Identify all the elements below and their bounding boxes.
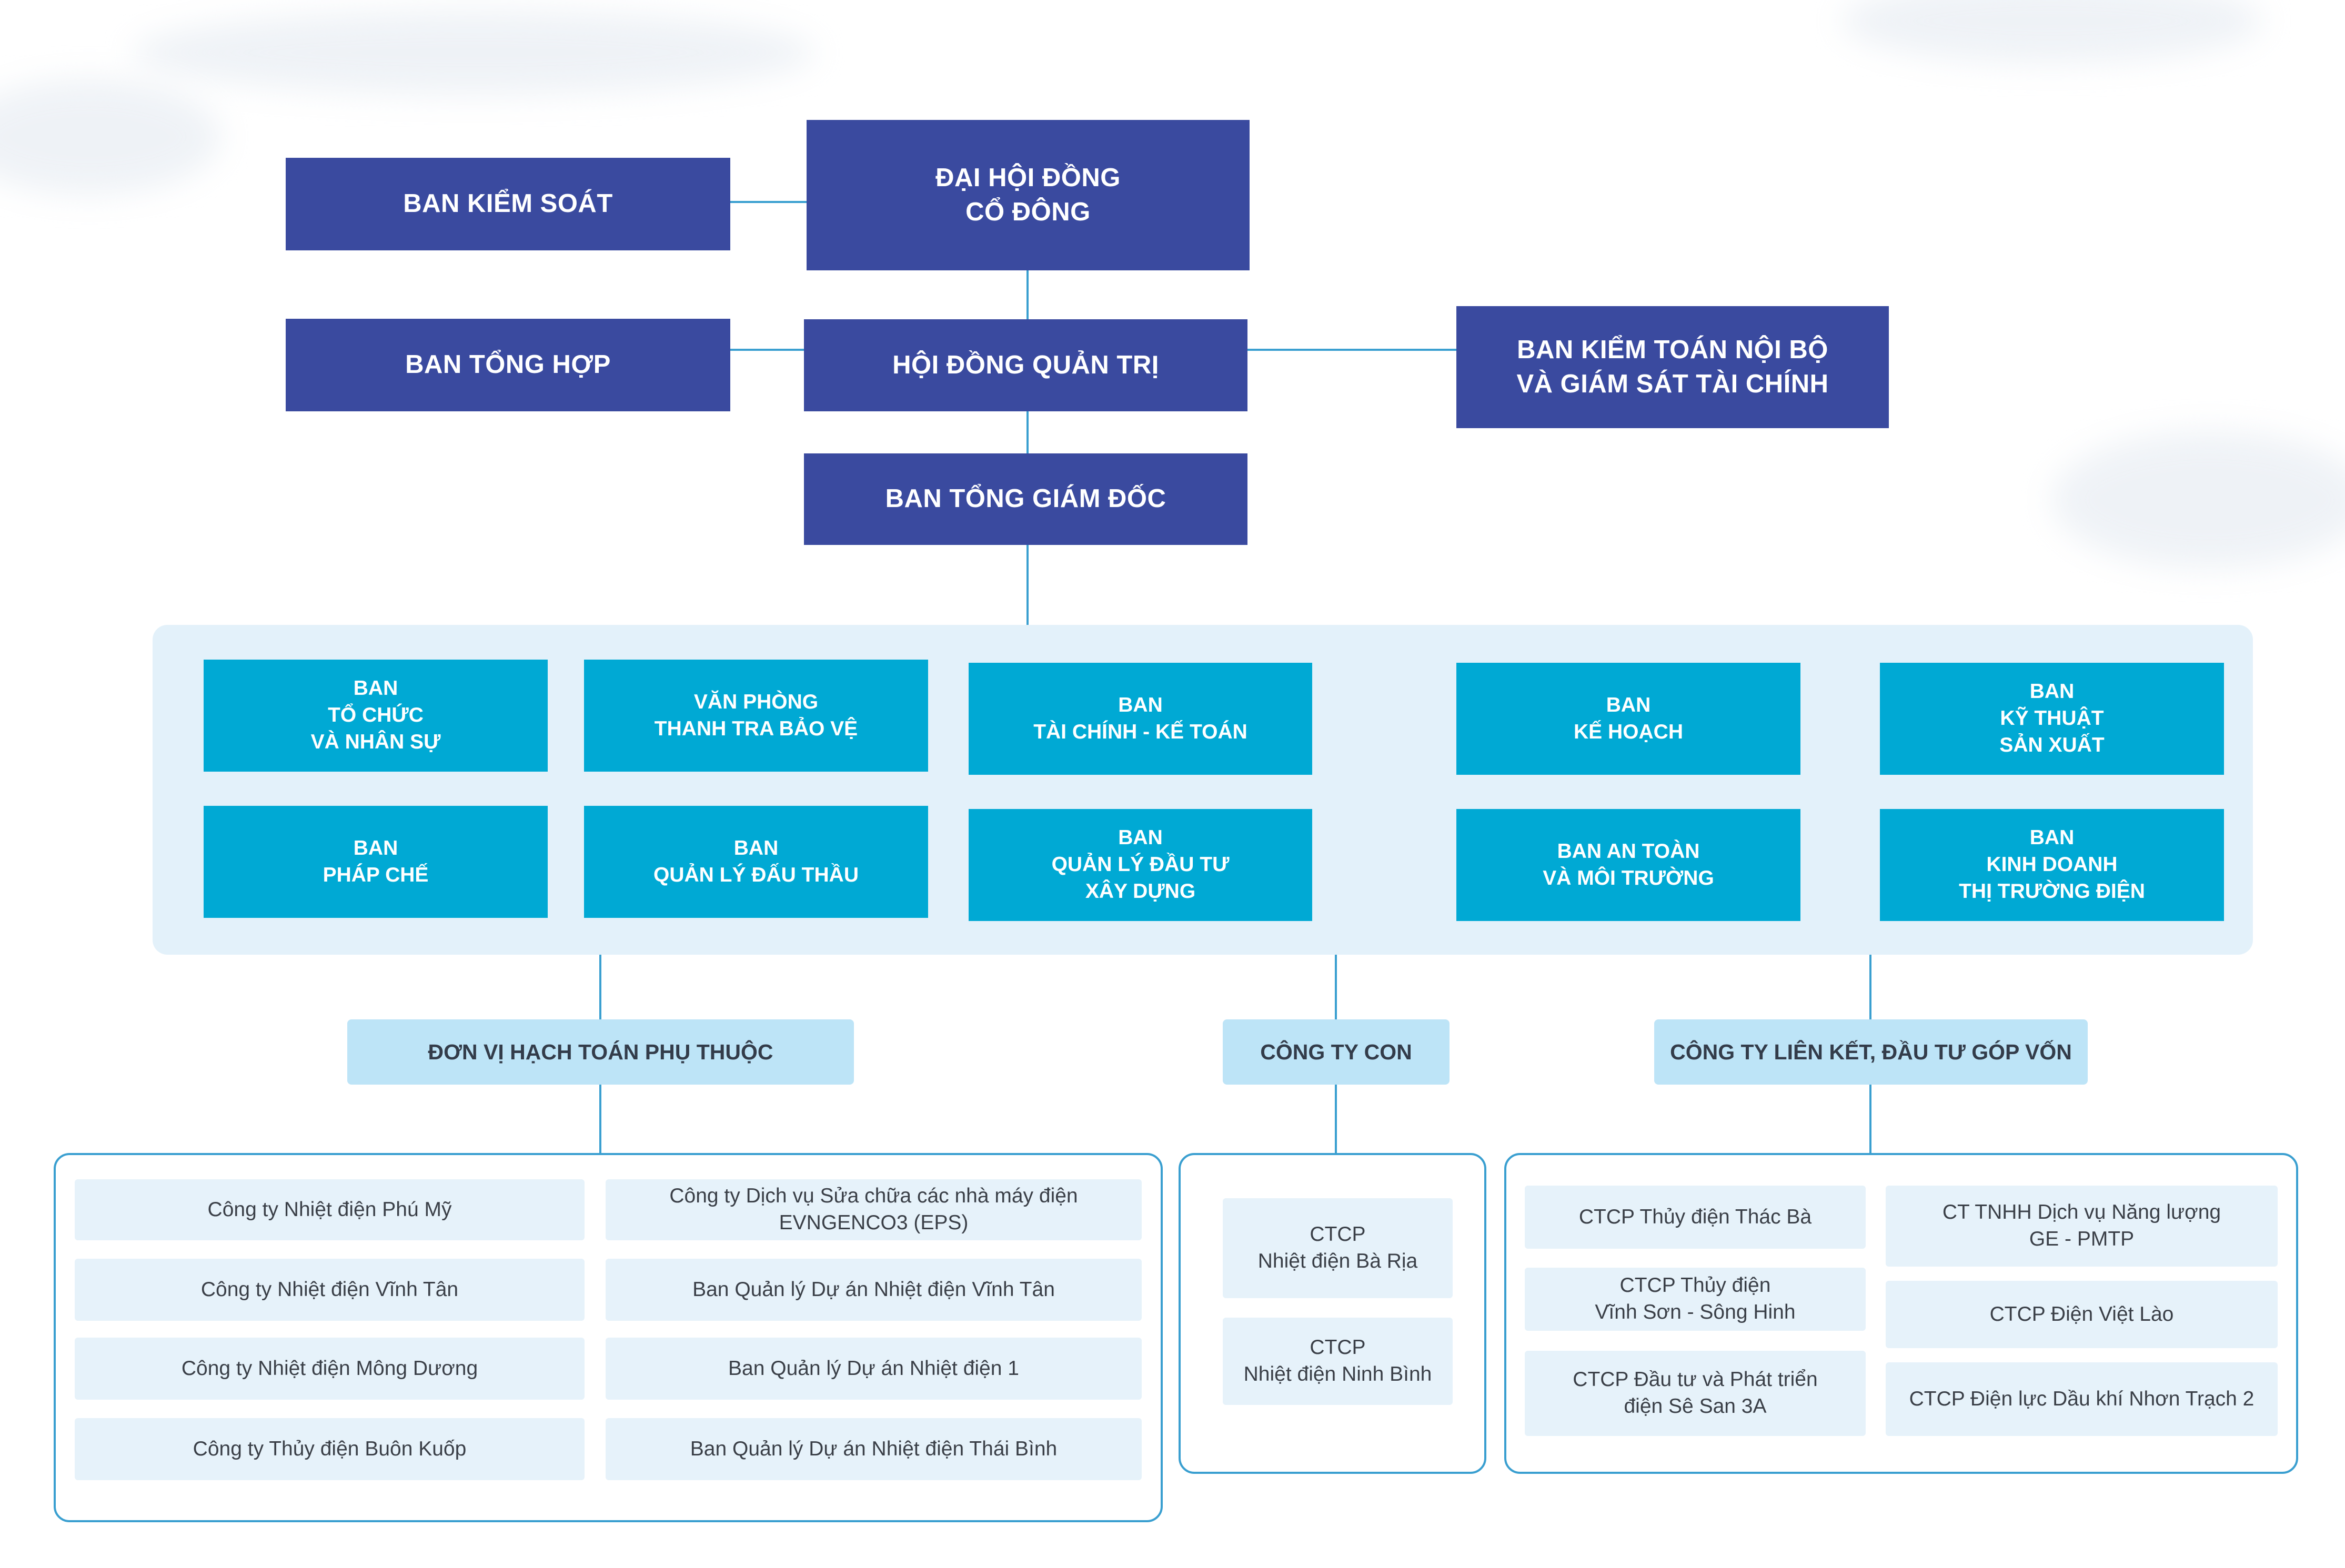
subsidiary-item: CTCP Nhiệt điện Ninh Bình <box>1223 1318 1453 1405</box>
background-cloud <box>0 79 221 195</box>
supervisory-board-box: BAN KIỂM SOÁT <box>286 158 730 250</box>
associate-item: CTCP Đầu tư và Phát triển điện Sê San 3A <box>1525 1351 1866 1436</box>
dependent-unit-item: Công ty Nhiệt điện Vĩnh Tân <box>75 1259 585 1321</box>
department-box: BAN KẾ HOẠCH <box>1456 663 1800 775</box>
shareholders-box: ĐẠI HỘI ĐỒNG CỔ ĐÔNG <box>807 120 1250 270</box>
department-box: BAN KỸ THUẬT SẢN XUẤT <box>1880 663 2224 775</box>
dependent-unit-item: Công ty Dịch vụ Sửa chữa các nhà máy điệ… <box>606 1179 1142 1240</box>
department-box: BAN KINH DOANH THỊ TRƯỜNG ĐIỆN <box>1880 809 2224 921</box>
connector-line <box>730 349 804 351</box>
internal-audit-box: BAN KIỂM TOÁN NỘI BỘ VÀ GIÁM SÁT TÀI CHÍ… <box>1456 306 1889 428</box>
dependent-unit-item: Ban Quản lý Dự án Nhiệt điện Vĩnh Tân <box>606 1259 1142 1321</box>
department-box: BAN QUẢN LÝ ĐẤU THẦU <box>584 806 928 918</box>
background-cloud <box>2052 431 2345 568</box>
associate-item: CTCP Điện Việt Lào <box>1886 1281 2278 1348</box>
subsidiaries-header: CÔNG TY CON <box>1223 1019 1450 1085</box>
dependent-unit-item: Ban Quản lý Dự án Nhiệt điện Thái Bình <box>606 1418 1142 1480</box>
associates-header: CÔNG TY LIÊN KẾT, ĐẦU TƯ GÓP VỐN <box>1654 1019 2088 1085</box>
connector-line <box>1869 1085 1871 1153</box>
connector-line <box>1247 349 1456 351</box>
connector-line <box>1335 955 1337 1019</box>
dependent-unit-item: Ban Quản lý Dự án Nhiệt điện 1 <box>606 1338 1142 1400</box>
board-of-directors-box: HỘI ĐỒNG QUẢN TRỊ <box>804 319 1247 411</box>
connector-line <box>1026 269 1029 319</box>
associate-item: CT TNHH Dịch vụ Năng lượng GE - PMTP <box>1886 1186 2278 1267</box>
department-box: BAN QUẢN LÝ ĐẦU TƯ XÂY DỰNG <box>969 809 1312 921</box>
associate-item: CTCP Thủy điện Thác Bà <box>1525 1186 1866 1249</box>
dependent-unit-item: Công ty Thủy điện Buôn Kuốp <box>75 1418 585 1480</box>
general-affairs-box: BAN TỔNG HỢP <box>286 319 730 411</box>
associate-item: CTCP Thủy điện Vĩnh Sơn - Sông Hinh <box>1525 1268 1866 1331</box>
background-cloud <box>132 11 816 95</box>
department-box: BAN TÀI CHÍNH - KẾ TOÁN <box>969 663 1312 775</box>
connector-line <box>730 201 807 203</box>
department-box: BAN TỔ CHỨC VÀ NHÂN SỰ <box>204 660 548 772</box>
connector-line <box>1026 545 1029 625</box>
background-cloud <box>1841 0 2262 63</box>
connector-line <box>599 1085 601 1153</box>
connector-line <box>1335 1085 1337 1153</box>
dependent-units-header: ĐƠN VỊ HẠCH TOÁN PHỤ THUỘC <box>347 1019 854 1085</box>
department-box: VĂN PHÒNG THANH TRA BẢO VỆ <box>584 660 928 772</box>
associate-item: CTCP Điện lực Dầu khí Nhơn Trạch 2 <box>1886 1362 2278 1436</box>
dependent-unit-item: Công ty Nhiệt điện Phú Mỹ <box>75 1179 585 1240</box>
dependent-unit-item: Công ty Nhiệt điện Mông Dương <box>75 1338 585 1400</box>
connector-line <box>1869 955 1871 1019</box>
connector-line <box>1026 410 1029 453</box>
department-box: BAN AN TOÀN VÀ MÔI TRƯỜNG <box>1456 809 1800 921</box>
subsidiary-item: CTCP Nhiệt điện Bà Rịa <box>1223 1198 1453 1298</box>
general-director-box: BAN TỔNG GIÁM ĐỐC <box>804 453 1247 545</box>
department-box: BAN PHÁP CHẾ <box>204 806 548 918</box>
connector-line <box>599 955 601 1019</box>
